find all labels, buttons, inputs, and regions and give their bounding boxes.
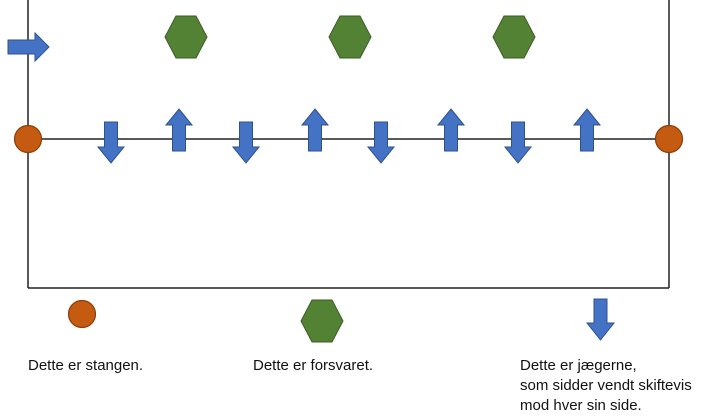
hunter-arrow-down-icon <box>231 121 261 164</box>
legend-pole-icon <box>67 299 97 329</box>
defender-hexagon-icon <box>164 15 208 59</box>
hunters-group <box>96 108 602 164</box>
legend-hunter-icon <box>585 298 616 341</box>
hunter-arrow-up-icon <box>436 108 466 152</box>
defenders-group <box>164 15 536 59</box>
hunter-arrow-up-icon <box>164 108 194 152</box>
defender-hexagon-icon <box>328 15 372 59</box>
legend-hunter-label: Dette er jægerne, som sidder vendt skift… <box>520 357 692 414</box>
game-field-diagram <box>7 0 684 343</box>
pole-left-icon <box>13 124 43 154</box>
hunter-arrow-up-icon <box>300 108 330 152</box>
legend-pole-label: Dette er stangen. <box>28 357 144 374</box>
entry-arrow-icon <box>7 31 50 63</box>
legend-defender-icon <box>300 299 344 343</box>
pole-right-icon <box>654 124 684 154</box>
defender-hexagon-icon <box>492 15 536 59</box>
hunter-arrow-up-icon <box>572 108 602 152</box>
hunter-arrow-down-icon <box>96 121 126 164</box>
hunter-arrow-down-icon <box>366 121 396 164</box>
hunter-arrow-down-icon <box>503 121 533 164</box>
legend-defender-label: Dette er forsvaret. <box>253 357 374 374</box>
